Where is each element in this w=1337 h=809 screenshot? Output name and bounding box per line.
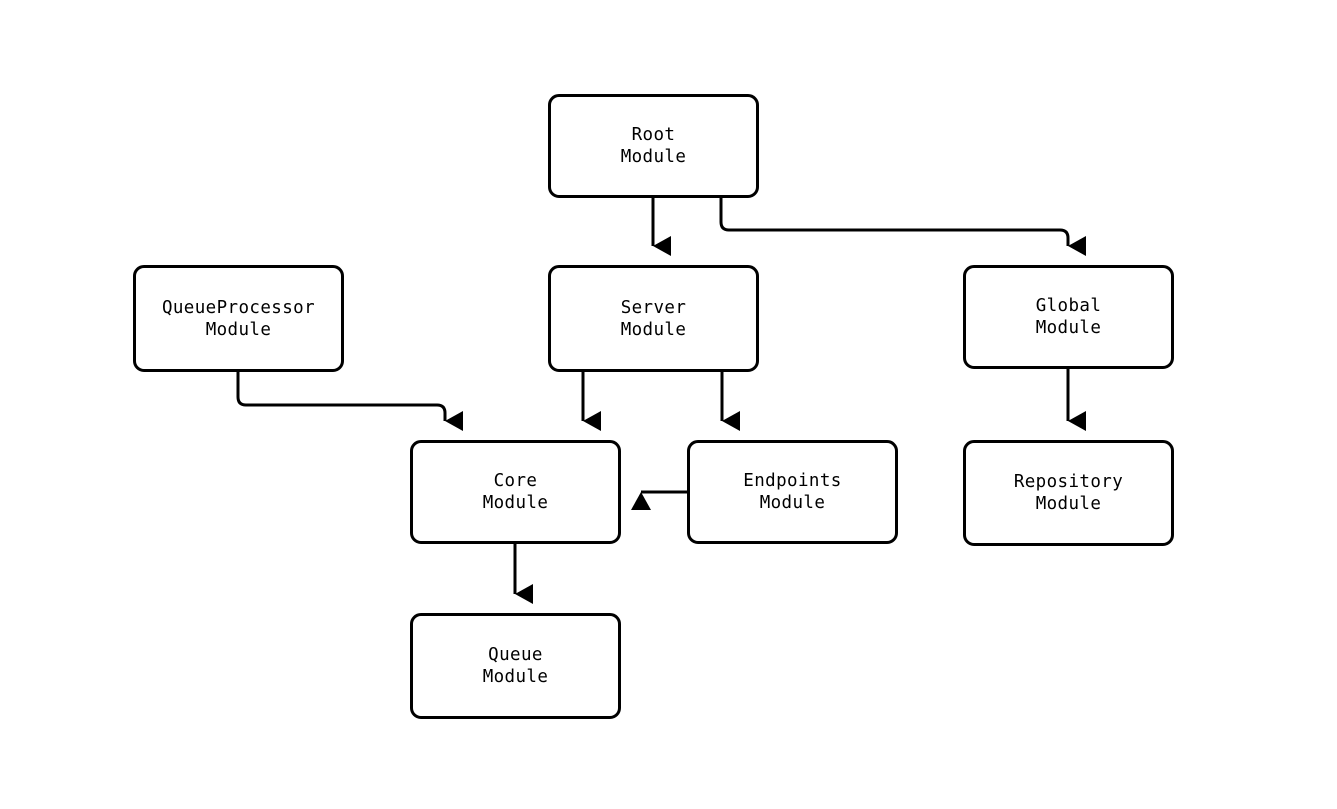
core-module-node[interactable]: Core Module [410, 440, 621, 544]
global-module-label-line2: Module [1035, 318, 1102, 338]
edge-root-to-global [719, 198, 1086, 256]
repository-module-node[interactable]: Repository Module [963, 440, 1174, 546]
queueprocessor-module-label-line1: QueueProcessor [161, 297, 316, 318]
repository-module-label-line1: Repository [1013, 472, 1124, 492]
endpoints-module-label-line2: Module [759, 493, 826, 513]
queue-module-label-line2: Module [482, 667, 549, 687]
queue-module-label-line1: Queue [488, 645, 543, 665]
server-module-label-line1: Server [620, 297, 687, 318]
endpoints-module-node[interactable]: Endpoints Module [687, 440, 898, 544]
global-module-label-line1: Global [1035, 296, 1102, 316]
queueprocessor-module-label-line2: Module [205, 319, 272, 340]
server-module-node[interactable]: Server Module [548, 265, 759, 372]
root-module-label-line2: Module [620, 147, 687, 167]
repository-module-label-line2: Module [1035, 494, 1102, 514]
core-module-label-line2: Module [482, 493, 549, 513]
global-module-node[interactable]: Global Module [963, 265, 1174, 369]
core-module-label-line1: Core [493, 471, 538, 491]
edge-queueprocessor-to-core [236, 372, 463, 431]
server-module-label-line2: Module [620, 319, 687, 340]
root-module-node[interactable]: Root Module [548, 94, 759, 198]
endpoints-module-label-line1: Endpoints [743, 471, 842, 491]
root-module-label-line1: Root [631, 125, 676, 145]
queueprocessor-module-node[interactable]: QueueProcessor Module [133, 265, 344, 372]
queue-module-node[interactable]: Queue Module [410, 613, 621, 719]
